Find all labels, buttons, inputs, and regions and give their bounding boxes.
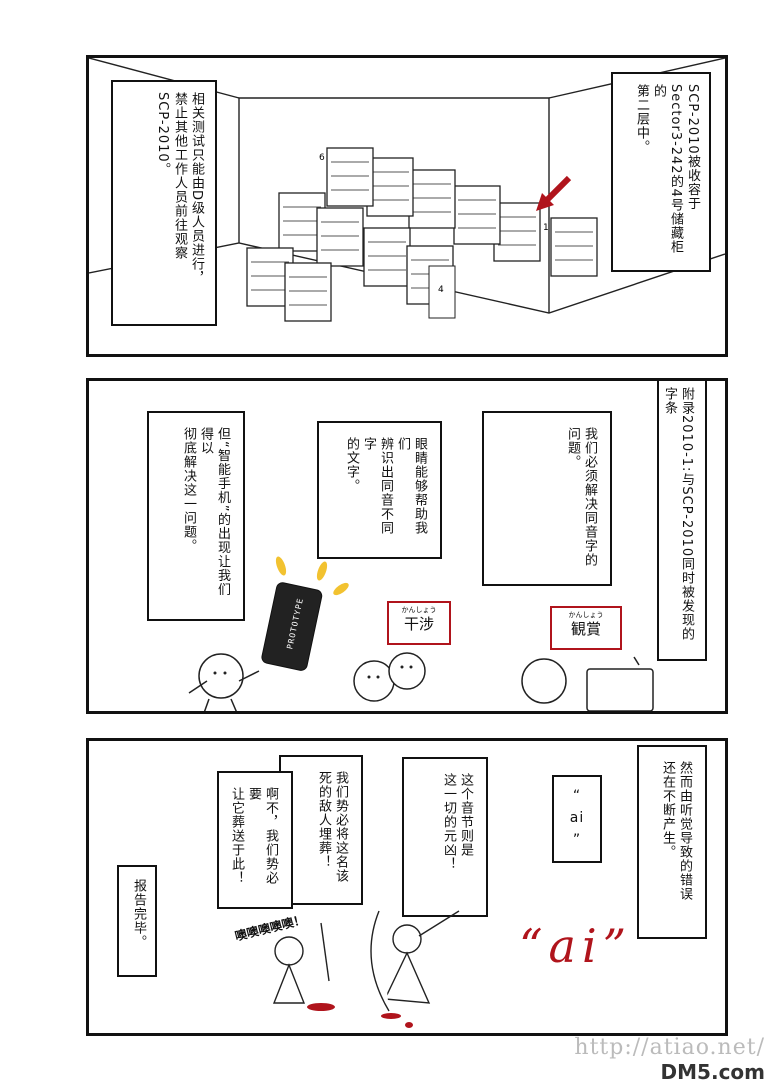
watermark-logo: DM5.com bbox=[660, 1060, 765, 1084]
shelf-unit bbox=[316, 207, 364, 267]
word-card-kansho-1: かんしょう 干涉 bbox=[387, 601, 451, 645]
caption-panel2-c: 但“智能手机”的出现让我们得以 彻底解决这一问题。 bbox=[147, 411, 245, 621]
word2-text: 観賞 bbox=[570, 620, 601, 638]
word1-text: 干涉 bbox=[403, 615, 434, 633]
storage-room-illustration: 1234564 bbox=[89, 58, 725, 322]
caption-panel3-f: 报告完毕。 bbox=[117, 865, 157, 977]
caption-panel2-b: 眼睛能够帮助我们 辨识出同音不同字 的文字。 bbox=[317, 421, 442, 559]
storage-door bbox=[428, 265, 456, 319]
shelf-units: 1234564 bbox=[246, 147, 598, 322]
word1-ruby: かんしょう bbox=[401, 606, 437, 614]
arrow-icon bbox=[534, 173, 574, 213]
shelf-unit bbox=[284, 262, 332, 322]
big-ai-text: “ai” bbox=[519, 919, 633, 973]
caption-panel3-c: 这个音节则是 这一切的元凶！ bbox=[402, 757, 488, 917]
shelf-unit bbox=[550, 217, 598, 277]
shelf-unit bbox=[366, 157, 414, 217]
caption-panel3-d: 我们势必将这名该 死的敌人埋葬！ bbox=[279, 755, 363, 905]
panel-3: 然而由听觉导致的错误 还在不断产生。 “ ai ” 这个音节则是 这一切的元凶！… bbox=[86, 738, 728, 1036]
word-card-kansho-2: かんしょう 観賞 bbox=[550, 606, 622, 650]
panel-1: 1234564 SCP-2010被收容于 Sector3-242的4号储藏柜的 … bbox=[86, 55, 728, 357]
shelf-unit bbox=[363, 227, 411, 287]
panel-2: 附录2010-1:与SCP-2010同时被发现的字条 我们必须解决同音字的 问题… bbox=[86, 378, 728, 714]
ai-syllable-text: “ ai ” bbox=[569, 788, 585, 848]
shelf-unit bbox=[326, 147, 374, 207]
shelf-number-label: 6 bbox=[319, 153, 325, 163]
site-watermark: http://atiao.net/ DM5.com bbox=[574, 1035, 765, 1084]
caption-panel1-left: 相关测试只能由D级人员进行， 禁止其他工作人员前往观察 SCP-2010。 bbox=[111, 80, 217, 326]
caption-panel3-a: 然而由听觉导致的错误 还在不断产生。 bbox=[637, 745, 707, 939]
caption-panel1-right: SCP-2010被收容于 Sector3-242的4号储藏柜的 第二层中。 bbox=[611, 72, 711, 272]
shelf-unit bbox=[493, 202, 541, 262]
word2-ruby: かんしょう bbox=[568, 611, 604, 619]
caption-panel3-ai: “ ai ” bbox=[552, 775, 602, 863]
shelf-number-label: 1 bbox=[543, 223, 549, 233]
shelf-unit bbox=[408, 169, 456, 229]
watermark-url: http://atiao.net/ bbox=[574, 1035, 765, 1060]
caption-panel2-a: 我们必须解决同音字的 问题。 bbox=[482, 411, 612, 586]
characters-illustration bbox=[188, 556, 654, 711]
guitar-characters-illustration bbox=[272, 910, 460, 1028]
caption-panel2-header: 附录2010-1:与SCP-2010同时被发现的字条 bbox=[657, 381, 707, 661]
door-number-label: 4 bbox=[438, 285, 444, 295]
caption-panel3-e: 啊不，我们势必要 让它葬送于此！ bbox=[217, 771, 293, 909]
shelf-unit bbox=[453, 185, 501, 245]
